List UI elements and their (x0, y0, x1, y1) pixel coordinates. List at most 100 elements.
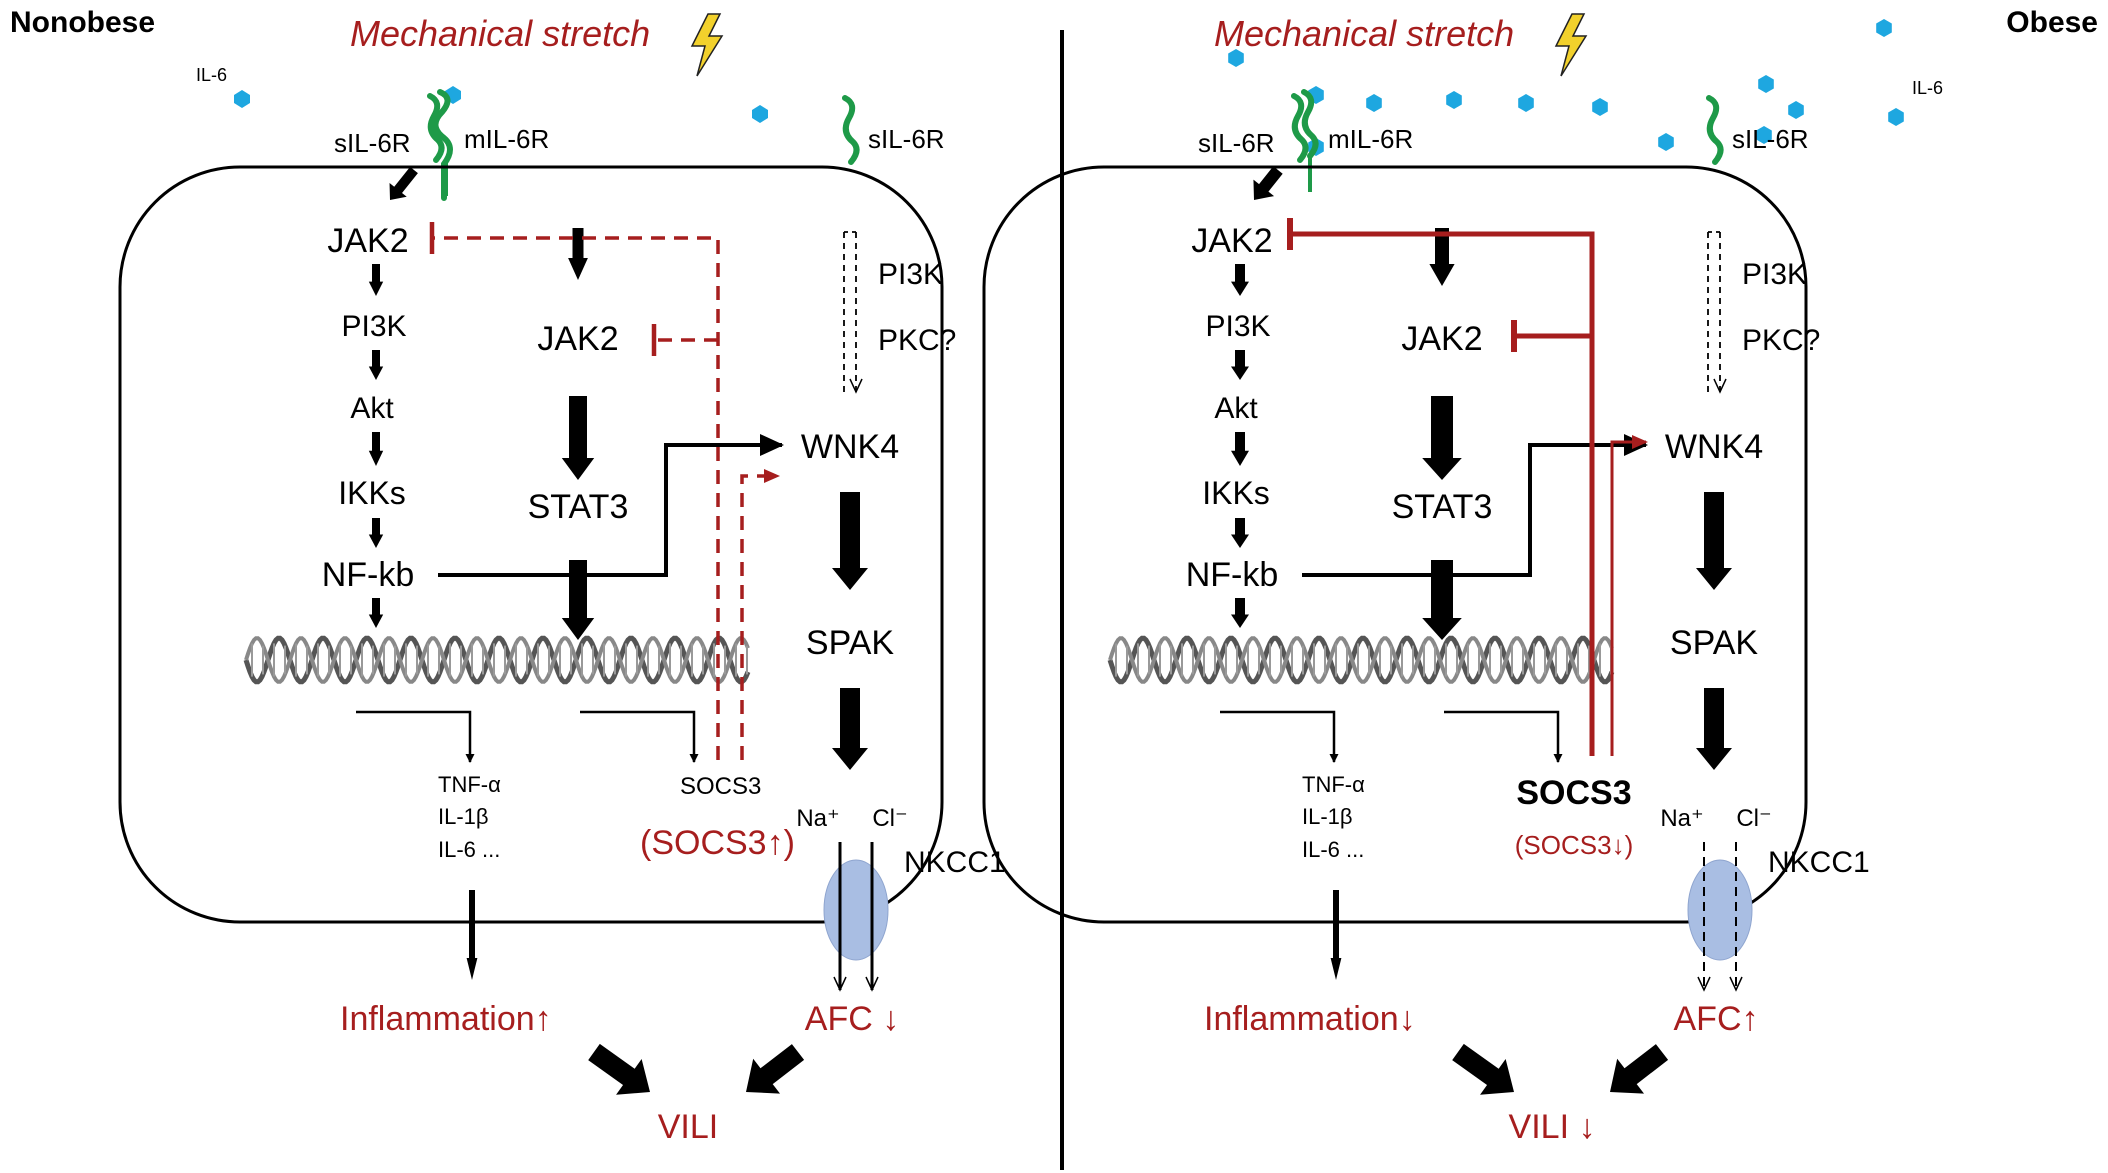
outcome-vili: VILI ↓ (1509, 1108, 1596, 1146)
arrow-nfkb-dna (368, 598, 384, 628)
arrow-jak2-pi3k (1231, 264, 1249, 296)
inhibition-line (1290, 231, 1595, 756)
node-pkc: PKC? (1742, 324, 1820, 357)
soluble-receptor-icon (842, 95, 860, 165)
outcome-vili: VILI (658, 1108, 718, 1146)
node-nfkb: NF-kb (322, 556, 415, 594)
condition-label: Nonobese (10, 6, 155, 39)
arrow-afc-vili (1609, 1044, 1669, 1094)
outcome-afc: AFC↑ (1674, 1000, 1759, 1038)
node-spak: SPAK (1670, 624, 1759, 662)
il6-molecule (752, 105, 768, 123)
soluble-receptor-icon (427, 93, 445, 163)
inhibition-line (432, 236, 720, 760)
arrow-cytokines-inflammation (466, 890, 478, 980)
arrow-body (389, 166, 418, 200)
soluble-receptor-icon (1291, 93, 1309, 163)
arrow-body (1253, 166, 1283, 200)
nkcc1-label: NKCC1 (1768, 846, 1870, 879)
node-pi3k-wnk: PI3K (878, 258, 943, 291)
ion-cl: Cl⁻ (1736, 805, 1771, 832)
membrane-receptor-icon (1301, 89, 1319, 159)
arrow-spak-nkcc1 (832, 688, 868, 770)
soluble-receptor-icon (1706, 95, 1724, 165)
node-ikks: IKKs (338, 475, 406, 511)
cytokine-tnf: TNF-α (438, 772, 501, 797)
node-stat3: STAT3 (528, 488, 629, 526)
node-wnk4: WNK4 (801, 428, 899, 466)
dna-strand (243, 635, 751, 685)
il6-molecule (1446, 91, 1462, 109)
node-jak2-stat: JAK2 (537, 320, 618, 358)
dna-strand (244, 636, 750, 684)
stimulus-label: Mechanical stretch (350, 13, 650, 54)
il6-molecule (234, 90, 250, 108)
node-spak: SPAK (806, 624, 895, 662)
dna-strand (1107, 635, 1615, 685)
arrow-jak2-stat3 (561, 396, 595, 480)
socs3-change: (SOCS3↑) (640, 824, 795, 862)
il6-molecule (1758, 75, 1774, 93)
node-akt: Akt (1214, 392, 1258, 425)
arrow-jak2-stat3 (1422, 396, 1462, 480)
arrow-afc-vili (745, 1044, 805, 1094)
cytokine-il1b: IL-1β (438, 804, 489, 829)
arrow-socs3-wnk4 (1610, 435, 1648, 756)
arrow-pi3k-akt (1231, 350, 1249, 380)
ion-na: Na⁺ (1660, 805, 1703, 832)
node-pi3k: PI3K (1205, 310, 1270, 343)
arrow-dna-socs3 (1444, 710, 1563, 763)
lightning-icon (1554, 13, 1588, 77)
outcome-inflammation: Inflammation↓ (1204, 1000, 1416, 1038)
arrow-body (1452, 1043, 1514, 1095)
node-ikks: IKKs (1202, 475, 1270, 511)
arrow-dna-socs3 (580, 710, 699, 763)
node-jak2: JAK2 (327, 222, 408, 260)
ion-na: Na⁺ (796, 805, 839, 832)
dna-helix-icon (1107, 635, 1615, 685)
node-wnk4: WNK4 (1665, 428, 1763, 466)
arrow-nfkb-wnk4 (438, 434, 784, 577)
arrow-jak2-pi3k (368, 264, 384, 296)
arrow-body (1609, 1044, 1669, 1094)
il6-molecule (1876, 19, 1892, 37)
arrow-akt-ikks (1231, 432, 1249, 466)
arrow-akt-ikks (368, 432, 384, 466)
stimulus-label: Mechanical stretch (1214, 13, 1514, 54)
cell-membrane (118, 165, 944, 924)
arrow-inflammation-vili (1452, 1043, 1514, 1095)
node-nfkb: NF-kb (1186, 556, 1279, 594)
arrow-stat3-dna (561, 560, 595, 640)
dna-strand (1108, 636, 1614, 684)
dna-helix-icon (243, 635, 751, 685)
arrow-sil6r-jak2 (1253, 166, 1283, 200)
arrow-socs3-wnk4 (740, 469, 780, 760)
receptor-soluble-label: sIL-6R (868, 124, 945, 154)
receptor-membrane-label: mIL-6R (1328, 124, 1413, 154)
arrow-body (745, 1044, 805, 1094)
cytokine-il6: IL-6 ... (1302, 837, 1364, 862)
arrow-ikks-nfkb (1231, 518, 1249, 548)
nkcc1-transporter-icon (823, 859, 889, 961)
arrow-ikks-nfkb (368, 518, 384, 548)
nkcc1-transporter-icon (1687, 859, 1753, 961)
il6-molecule (1756, 126, 1772, 144)
cytokine-il6: IL-6 ... (438, 837, 500, 862)
cytokine-il1b: IL-1β (1302, 804, 1353, 829)
cytokine-tnf: TNF-α (1302, 772, 1365, 797)
receptor-soluble-label: sIL-6R (1732, 124, 1809, 154)
nkcc1-label: NKCC1 (904, 846, 1006, 879)
arrow-inflammation-vili (588, 1043, 650, 1095)
arrow-nfkb-dna (1231, 598, 1249, 628)
socs3-change: (SOCS3↓) (1515, 830, 1633, 860)
arrow-dna-cytokines (1220, 710, 1339, 763)
arrow-spak-nkcc1 (1696, 688, 1732, 770)
arrow-nfkb-wnk4 (1302, 434, 1648, 577)
node-jak2: JAK2 (1191, 222, 1272, 260)
lightning-icon (690, 13, 724, 77)
receptor-membrane-label: mIL-6R (464, 124, 549, 154)
il6-molecule (1366, 94, 1382, 112)
node-stat3: STAT3 (1392, 488, 1493, 526)
node-pi3k-wnk: PI3K (1742, 258, 1807, 291)
